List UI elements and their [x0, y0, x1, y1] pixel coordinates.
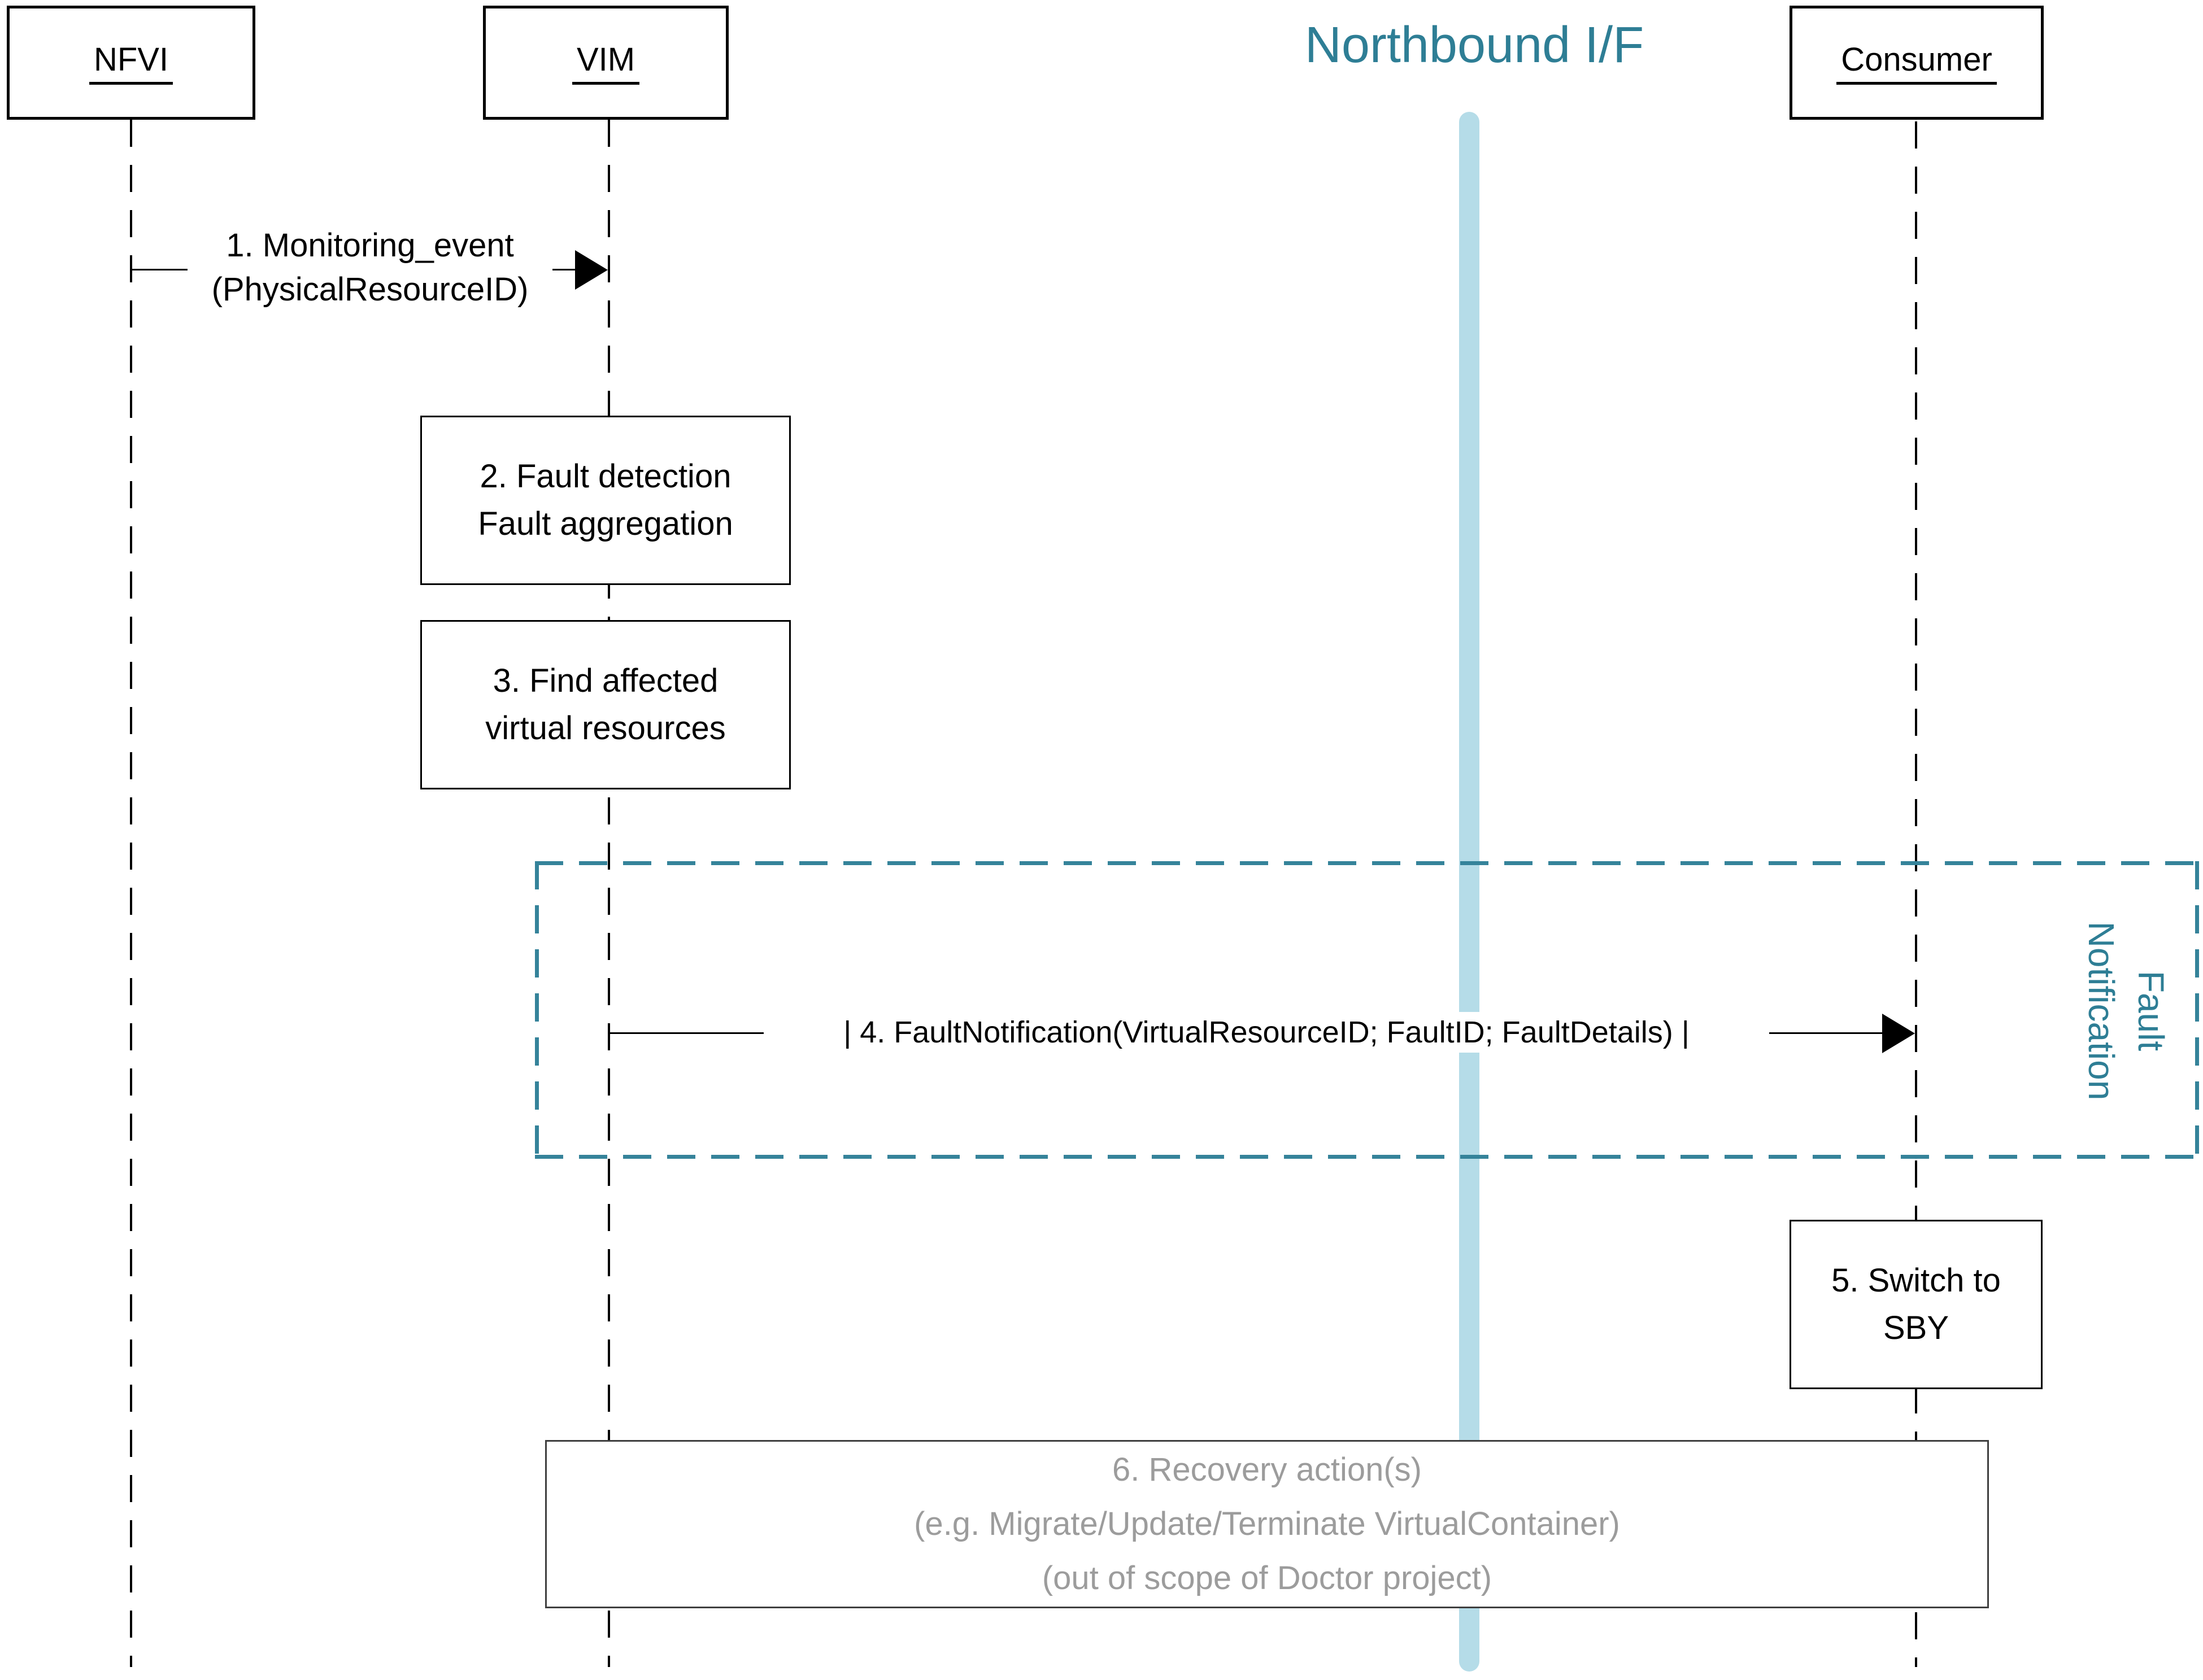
message-1-label: 1. Monitoring_event (PhysicalResourceID) [188, 224, 552, 312]
activity-2-line1: 2. Fault detection [480, 458, 732, 495]
activity-box-5: 5. Switch to SBY [1790, 1220, 2043, 1389]
activity-box-3: 3. Find affected virtual resources [420, 620, 791, 789]
activity-box-6: 6. Recovery action(s) (e.g. Migrate/Upda… [545, 1440, 1989, 1608]
activity-5-line1: 5. Switch to [1831, 1262, 2001, 1299]
message-1-label-line1: 1. Monitoring_event [226, 227, 514, 264]
fault-notification-frame-left [535, 861, 539, 1159]
actor-box-consumer: Consumer [1790, 6, 2044, 120]
fault-notification-frame-top [535, 861, 2199, 865]
northbound-interface-bar [1459, 112, 1479, 1672]
actor-box-vim: VIM [483, 6, 729, 120]
activity-box-2: 2. Fault detection Fault aggregation [420, 416, 791, 585]
message-1-arrowhead-icon [575, 250, 608, 290]
actor-label-nfvi: NFVI [89, 41, 173, 85]
activity-3-line1: 3. Find affected [493, 662, 719, 699]
lifeline-vim [608, 120, 610, 1667]
activity-6-line2: (e.g. Migrate/Update/Terminate VirtualCo… [914, 1506, 1620, 1542]
actor-label-consumer: Consumer [1836, 41, 1997, 85]
activity-6-line3: (out of scope of Doctor project) [1042, 1560, 1492, 1596]
activity-5-line2: SBY [1883, 1310, 1949, 1346]
message-1-label-line2: (PhysicalResourceID) [211, 271, 529, 308]
fault-notification-frame-bottom [535, 1155, 2199, 1159]
message-4-arrowhead-icon [1882, 1014, 1915, 1053]
fault-notification-frame-right [2195, 861, 2199, 1159]
fault-notification-label-line1: Fault [2131, 970, 2171, 1051]
message-4-label: | 4. FaultNotification(VirtualResourceID… [764, 1012, 1769, 1053]
actor-box-nfvi: NFVI [7, 6, 255, 120]
northbound-interface-title: Northbound I/F [1304, 17, 1644, 73]
activity-2-line2: Fault aggregation [478, 505, 733, 542]
lifeline-nfvi [130, 120, 132, 1667]
lifeline-consumer [1915, 121, 1917, 1667]
fault-notification-label-line2: Notification [2081, 921, 2122, 1101]
actor-label-vim: VIM [572, 41, 640, 85]
activity-6-line1: 6. Recovery action(s) [1112, 1451, 1422, 1488]
fault-notification-frame-label: Fault Notification [2074, 885, 2176, 1136]
activity-3-line2: virtual resources [485, 710, 726, 747]
